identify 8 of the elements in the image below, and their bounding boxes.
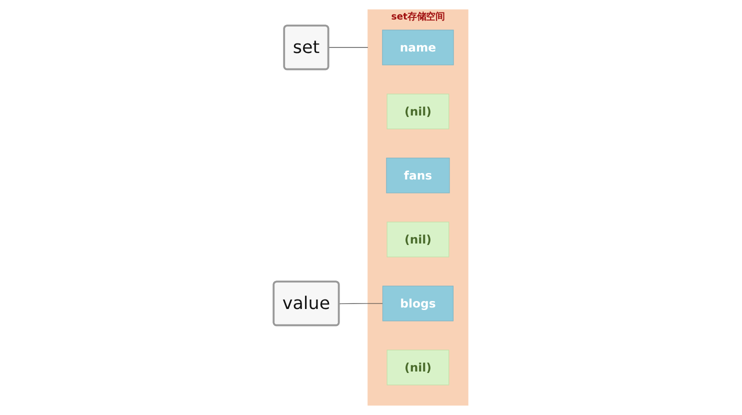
node-box: (nil): [386, 350, 450, 386]
node-box: (nil): [386, 222, 450, 258]
connector: [338, 303, 384, 304]
node-box: blogs: [382, 286, 454, 322]
node-box: fans: [386, 158, 450, 194]
connector: [328, 47, 368, 48]
node-box: (nil): [386, 94, 450, 130]
node-box: name: [382, 30, 454, 66]
